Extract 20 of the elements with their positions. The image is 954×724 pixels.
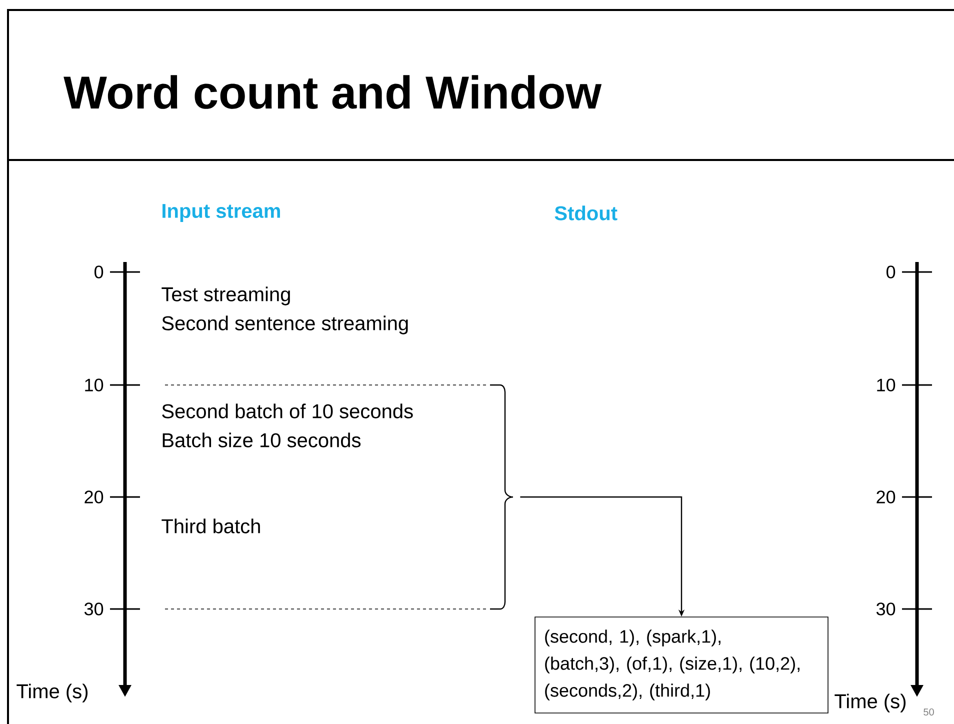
input-line: Batch size 10 seconds bbox=[162, 432, 361, 448]
tick-label: 0 bbox=[94, 266, 104, 278]
input-line: Test streaming bbox=[162, 286, 290, 306]
page-number: 50 bbox=[924, 708, 934, 716]
tick-label: 0 bbox=[886, 266, 896, 278]
input-line: Second sentence streaming bbox=[162, 316, 408, 334]
window-bracket bbox=[490, 384, 514, 610]
column-heading: Input stream bbox=[162, 204, 280, 222]
title: Word count and Window bbox=[64, 75, 602, 109]
tick-label: 10 bbox=[877, 378, 896, 392]
axis-label: Time (s) bbox=[16, 684, 88, 702]
tick-label: 20 bbox=[876, 490, 896, 504]
output-box: (second, 1), (spark,1), (batch,3), (of,1), (size,1), (10,2), (seconds,2), (third,1) bbox=[534, 616, 828, 714]
tick-label: 10 bbox=[85, 378, 104, 392]
tick-label: 30 bbox=[876, 602, 896, 616]
column-heading: Stdout bbox=[554, 206, 618, 220]
input-line: Second batch of 10 seconds bbox=[162, 404, 413, 418]
tick-label: 30 bbox=[84, 602, 104, 616]
tick-label: 20 bbox=[84, 490, 104, 504]
input-line: Third batch bbox=[162, 518, 260, 534]
